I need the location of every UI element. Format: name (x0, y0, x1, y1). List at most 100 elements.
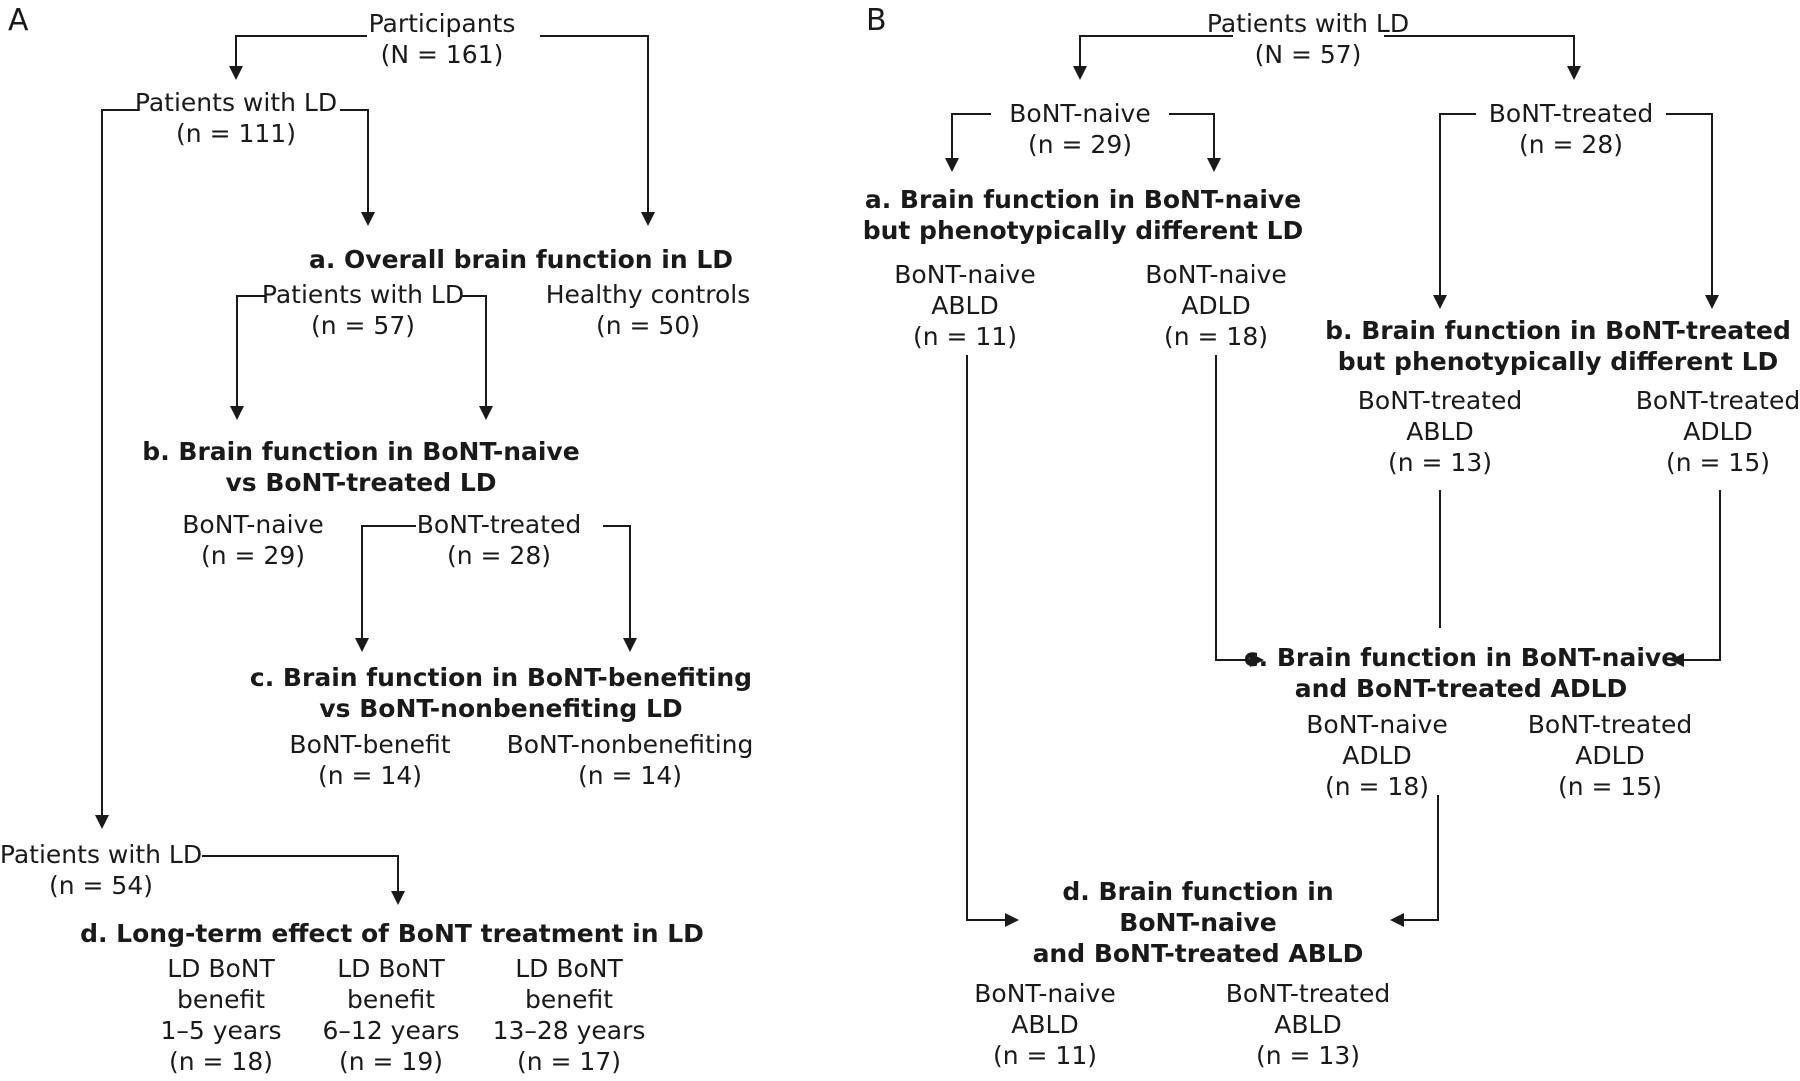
text-line: (n = 50) (595, 311, 700, 340)
b-arrow-naive-right (1207, 158, 1221, 172)
a-heading-long-term: d. Long-term effect of BoNT treatment in… (80, 918, 704, 949)
text-line: ADLD (1181, 291, 1251, 320)
b-arrow-abld-left (1005, 913, 1019, 927)
b-connector-treated-adld (1684, 490, 1721, 661)
text-line: ABLD (1274, 1010, 1342, 1039)
b-bont-naive-node: BoNT-naive(n = 29) (1009, 98, 1150, 160)
b-arrow-adld-left (1250, 653, 1264, 667)
text-line: Patients with LD (134, 88, 338, 117)
text-line: b. Brain function in BoNT-naive (142, 437, 580, 466)
a-connector-participants-patients (235, 35, 367, 66)
a-bont-naive-node: BoNT-naive(n = 29) (182, 509, 323, 571)
text-line: (n = 11) (912, 322, 1017, 351)
text-line: LD BoNT (337, 954, 445, 983)
a-arrow-longterm (391, 891, 405, 905)
a-connector-treated-nonbenefit (603, 525, 631, 638)
a-connector-participants-controls (540, 35, 649, 212)
text-line: (n = 11) (992, 1041, 1097, 1070)
b-connector-patients-treated (1384, 35, 1575, 66)
text-line: c. Brain function in BoNT-naive (1243, 643, 1679, 672)
text-line: ABLD (931, 291, 999, 320)
a-connector-57-naive (236, 295, 265, 406)
b-connector-adld-abld (1404, 795, 1439, 921)
text-line: Patients with LD (1206, 9, 1410, 38)
text-line: b. Brain function in BoNT-treated (1325, 316, 1791, 345)
text-line: (n = 29) (1027, 130, 1132, 159)
text-line: (n = 13) (1255, 1041, 1360, 1070)
text-line: (N = 57) (1254, 40, 1362, 69)
text-line: Patients with LD (261, 280, 465, 309)
text-line: LD BoNT (515, 954, 623, 983)
text-line: BoNT-naive (182, 510, 324, 539)
a-arrow-treated-heading (479, 406, 493, 420)
panel-label-a: A (8, 3, 29, 38)
a-connector-57-treated (461, 295, 487, 406)
text-line: BoNT-naive (1119, 908, 1277, 937)
text-line: ABLD (1406, 417, 1474, 446)
b-patients-ld-57-node: Patients with LD(N = 57) (1207, 8, 1409, 70)
text-line: (n = 57) (310, 311, 415, 340)
text-line: (n = 54) (48, 871, 153, 900)
b-connector-naive-adld (1215, 355, 1250, 661)
text-line: ADLD (1342, 741, 1412, 770)
text-line: but phenotypically different LD (862, 216, 1304, 245)
text-line: benefit (176, 985, 266, 1014)
text-line: Participants (368, 9, 516, 38)
b-arrow-treated-right (1705, 295, 1719, 309)
b-connector-naive-left (951, 113, 991, 158)
b-bont-treated-node: BoNT-treated(n = 28) (1489, 98, 1653, 160)
text-line: and BoNT-treated ABLD (1032, 939, 1364, 968)
text-line: (n = 18) (168, 1047, 273, 1076)
text-line: (n = 14) (577, 761, 683, 790)
text-line: 13–28 years (492, 1016, 646, 1045)
text-line: d. Brain function in (1062, 877, 1334, 906)
a-bont-nonbenefiting-node: BoNT-nonbenefiting(n = 14) (507, 729, 754, 791)
b-arrow-treated (1567, 66, 1581, 80)
text-line: vs BoNT-treated LD (225, 468, 497, 497)
text-line: BoNT-treated (1527, 710, 1693, 739)
text-line: (n = 14) (317, 761, 423, 790)
a-patients-ld-111-node: Patients with LD(n = 111) (135, 87, 337, 149)
text-line: BoNT-treated (1225, 979, 1391, 1008)
b-arrow-treated-left (1433, 295, 1447, 309)
text-line: d. Long-term effect of BoNT treatment in… (80, 919, 704, 948)
a-bont-treated-node: BoNT-treated(n = 28) (417, 509, 581, 571)
a-arrow-controls (641, 212, 655, 226)
text-line: BoNT-treated (1635, 386, 1800, 415)
b-connector-naive-right (1169, 113, 1215, 158)
text-line: (N = 161) (380, 40, 504, 69)
a-heading-overall: a. Overall brain function in LD (309, 244, 733, 275)
text-line: (n = 28) (1518, 130, 1623, 159)
text-line: vs BoNT-nonbenefiting LD (319, 694, 683, 723)
a-connector-patients-54 (101, 109, 138, 815)
text-line: BoNT-naive (1145, 260, 1287, 289)
a-bont-benefit-node: BoNT-benefit(n = 14) (289, 729, 450, 791)
panel-label-b: B (866, 3, 887, 38)
text-line: (n = 15) (1557, 772, 1662, 801)
b-arrow-adld-right (1670, 653, 1684, 667)
a-connector-patients-overall (340, 109, 369, 212)
text-line: Healthy controls (545, 280, 751, 309)
text-line: and BoNT-treated ADLD (1294, 674, 1628, 703)
a-arrow-benefit-heading (355, 638, 369, 652)
text-line: ADLD (1683, 417, 1753, 446)
text-line: Patients with LD (0, 840, 203, 869)
b-arrow-naive-left (945, 158, 959, 172)
a-arrow-naive-heading (230, 406, 244, 420)
text-line: (n = 18) (1163, 322, 1268, 351)
b-connector-naive-abld (966, 355, 1005, 921)
